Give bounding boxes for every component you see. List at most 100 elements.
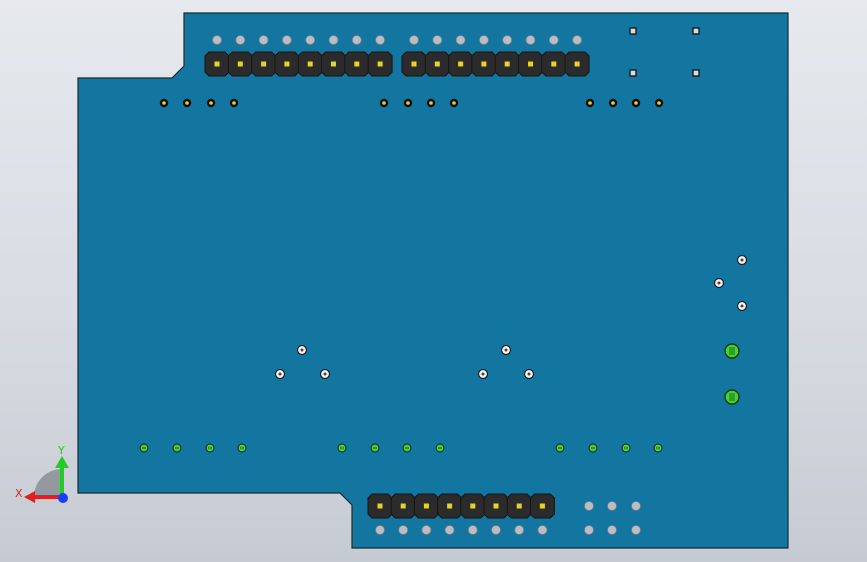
through-hole-pad (185, 101, 189, 105)
silver-pad (467, 525, 478, 535)
silver-pad (258, 35, 269, 45)
header-pin (377, 61, 383, 67)
silver-pad (375, 35, 386, 45)
header-pin (470, 503, 476, 509)
silver-pad (432, 35, 443, 45)
through-hole-pad (452, 101, 456, 105)
silver-pad (548, 35, 559, 45)
x-axis-arrow-icon (24, 491, 62, 503)
through-hole-pad (657, 101, 661, 105)
smd-pad (629, 69, 637, 77)
silver-pad (281, 35, 292, 45)
coordinate-triad: X Y (15, 444, 69, 503)
through-hole-pad (429, 101, 433, 105)
green-pad-core (729, 393, 735, 401)
triad-quadrant-icon (34, 469, 62, 497)
header-pin (307, 61, 313, 67)
green-pad-group (724, 343, 740, 405)
header-pin (411, 61, 417, 67)
header-pin (377, 503, 383, 509)
top-left-pin-header (204, 51, 393, 77)
silver-pad (212, 35, 222, 45)
small-green-pad-row (139, 443, 663, 453)
via-drill (740, 258, 744, 262)
via-drill (323, 372, 327, 376)
via-drill (278, 372, 282, 376)
smd-pad (692, 69, 700, 77)
silver-pad (409, 35, 419, 45)
silver-pad (572, 35, 582, 45)
silver-pad (631, 525, 641, 535)
pcb-board[interactable] (77, 12, 789, 549)
silver-pad (491, 525, 501, 535)
via-drill (481, 372, 485, 376)
silver-pad (607, 525, 617, 535)
via-drill (527, 372, 531, 376)
silver-pad (584, 525, 594, 535)
header-pin (400, 503, 406, 509)
header-pin (458, 61, 464, 67)
y-axis-label: Y (57, 444, 65, 457)
silver-pad (478, 35, 489, 45)
header-pin (516, 503, 522, 509)
through-hole-pad (232, 101, 236, 105)
silver-pad (305, 35, 316, 45)
smd-pad (629, 27, 637, 35)
silver-pad (398, 525, 409, 535)
header-pin (434, 61, 440, 67)
through-hole-pad (382, 101, 386, 105)
through-hole-pad (634, 101, 638, 105)
silver-pad (351, 35, 362, 45)
header-pin (481, 61, 487, 67)
silver-pad (584, 501, 594, 511)
silver-pad (525, 35, 536, 45)
smd-pad (692, 27, 700, 35)
header-pin (354, 61, 360, 67)
through-hole-pad (209, 101, 213, 105)
silver-pad (514, 525, 525, 535)
mounting-hole-row (159, 98, 664, 108)
green-pad-core (729, 347, 735, 355)
through-hole-pad (162, 101, 166, 105)
header-pin (214, 61, 220, 67)
header-pin (574, 61, 580, 67)
board-outline[interactable] (77, 12, 789, 549)
silver-pad (537, 525, 548, 535)
x-axis-label: X (15, 487, 23, 500)
through-hole-pad (406, 101, 410, 105)
header-pin (447, 503, 453, 509)
z-axis-origin-icon (58, 493, 68, 503)
via-drill (717, 281, 721, 285)
bottom-silver-pad-group (375, 501, 641, 535)
bottom-pin-header (367, 493, 555, 519)
silver-pad (328, 35, 339, 45)
silver-pad (444, 525, 455, 535)
via-drill (740, 304, 744, 308)
top-silver-pad-row (212, 35, 582, 45)
through-hole-pad (588, 101, 592, 105)
silver-pad (631, 501, 641, 511)
silver-pad (502, 35, 513, 45)
header-pin (331, 61, 336, 67)
header-pin (504, 61, 510, 67)
header-pin (423, 503, 429, 509)
silver-pad (235, 35, 246, 45)
silver-pad (455, 35, 466, 45)
header-pin (539, 503, 545, 509)
header-pin (261, 61, 267, 67)
via-drill (504, 348, 508, 352)
silver-pad (607, 501, 617, 511)
via-group (274, 254, 748, 380)
header-pin (284, 61, 290, 67)
header-pin (237, 61, 243, 67)
silver-pad (421, 525, 432, 535)
through-hole-pad (611, 101, 615, 105)
header-pin (493, 503, 499, 509)
header-pin (551, 61, 557, 67)
silver-pad (375, 525, 385, 535)
top-right-pin-header (401, 51, 590, 77)
y-axis-arrow-icon (55, 456, 69, 497)
header-pin (528, 61, 533, 67)
